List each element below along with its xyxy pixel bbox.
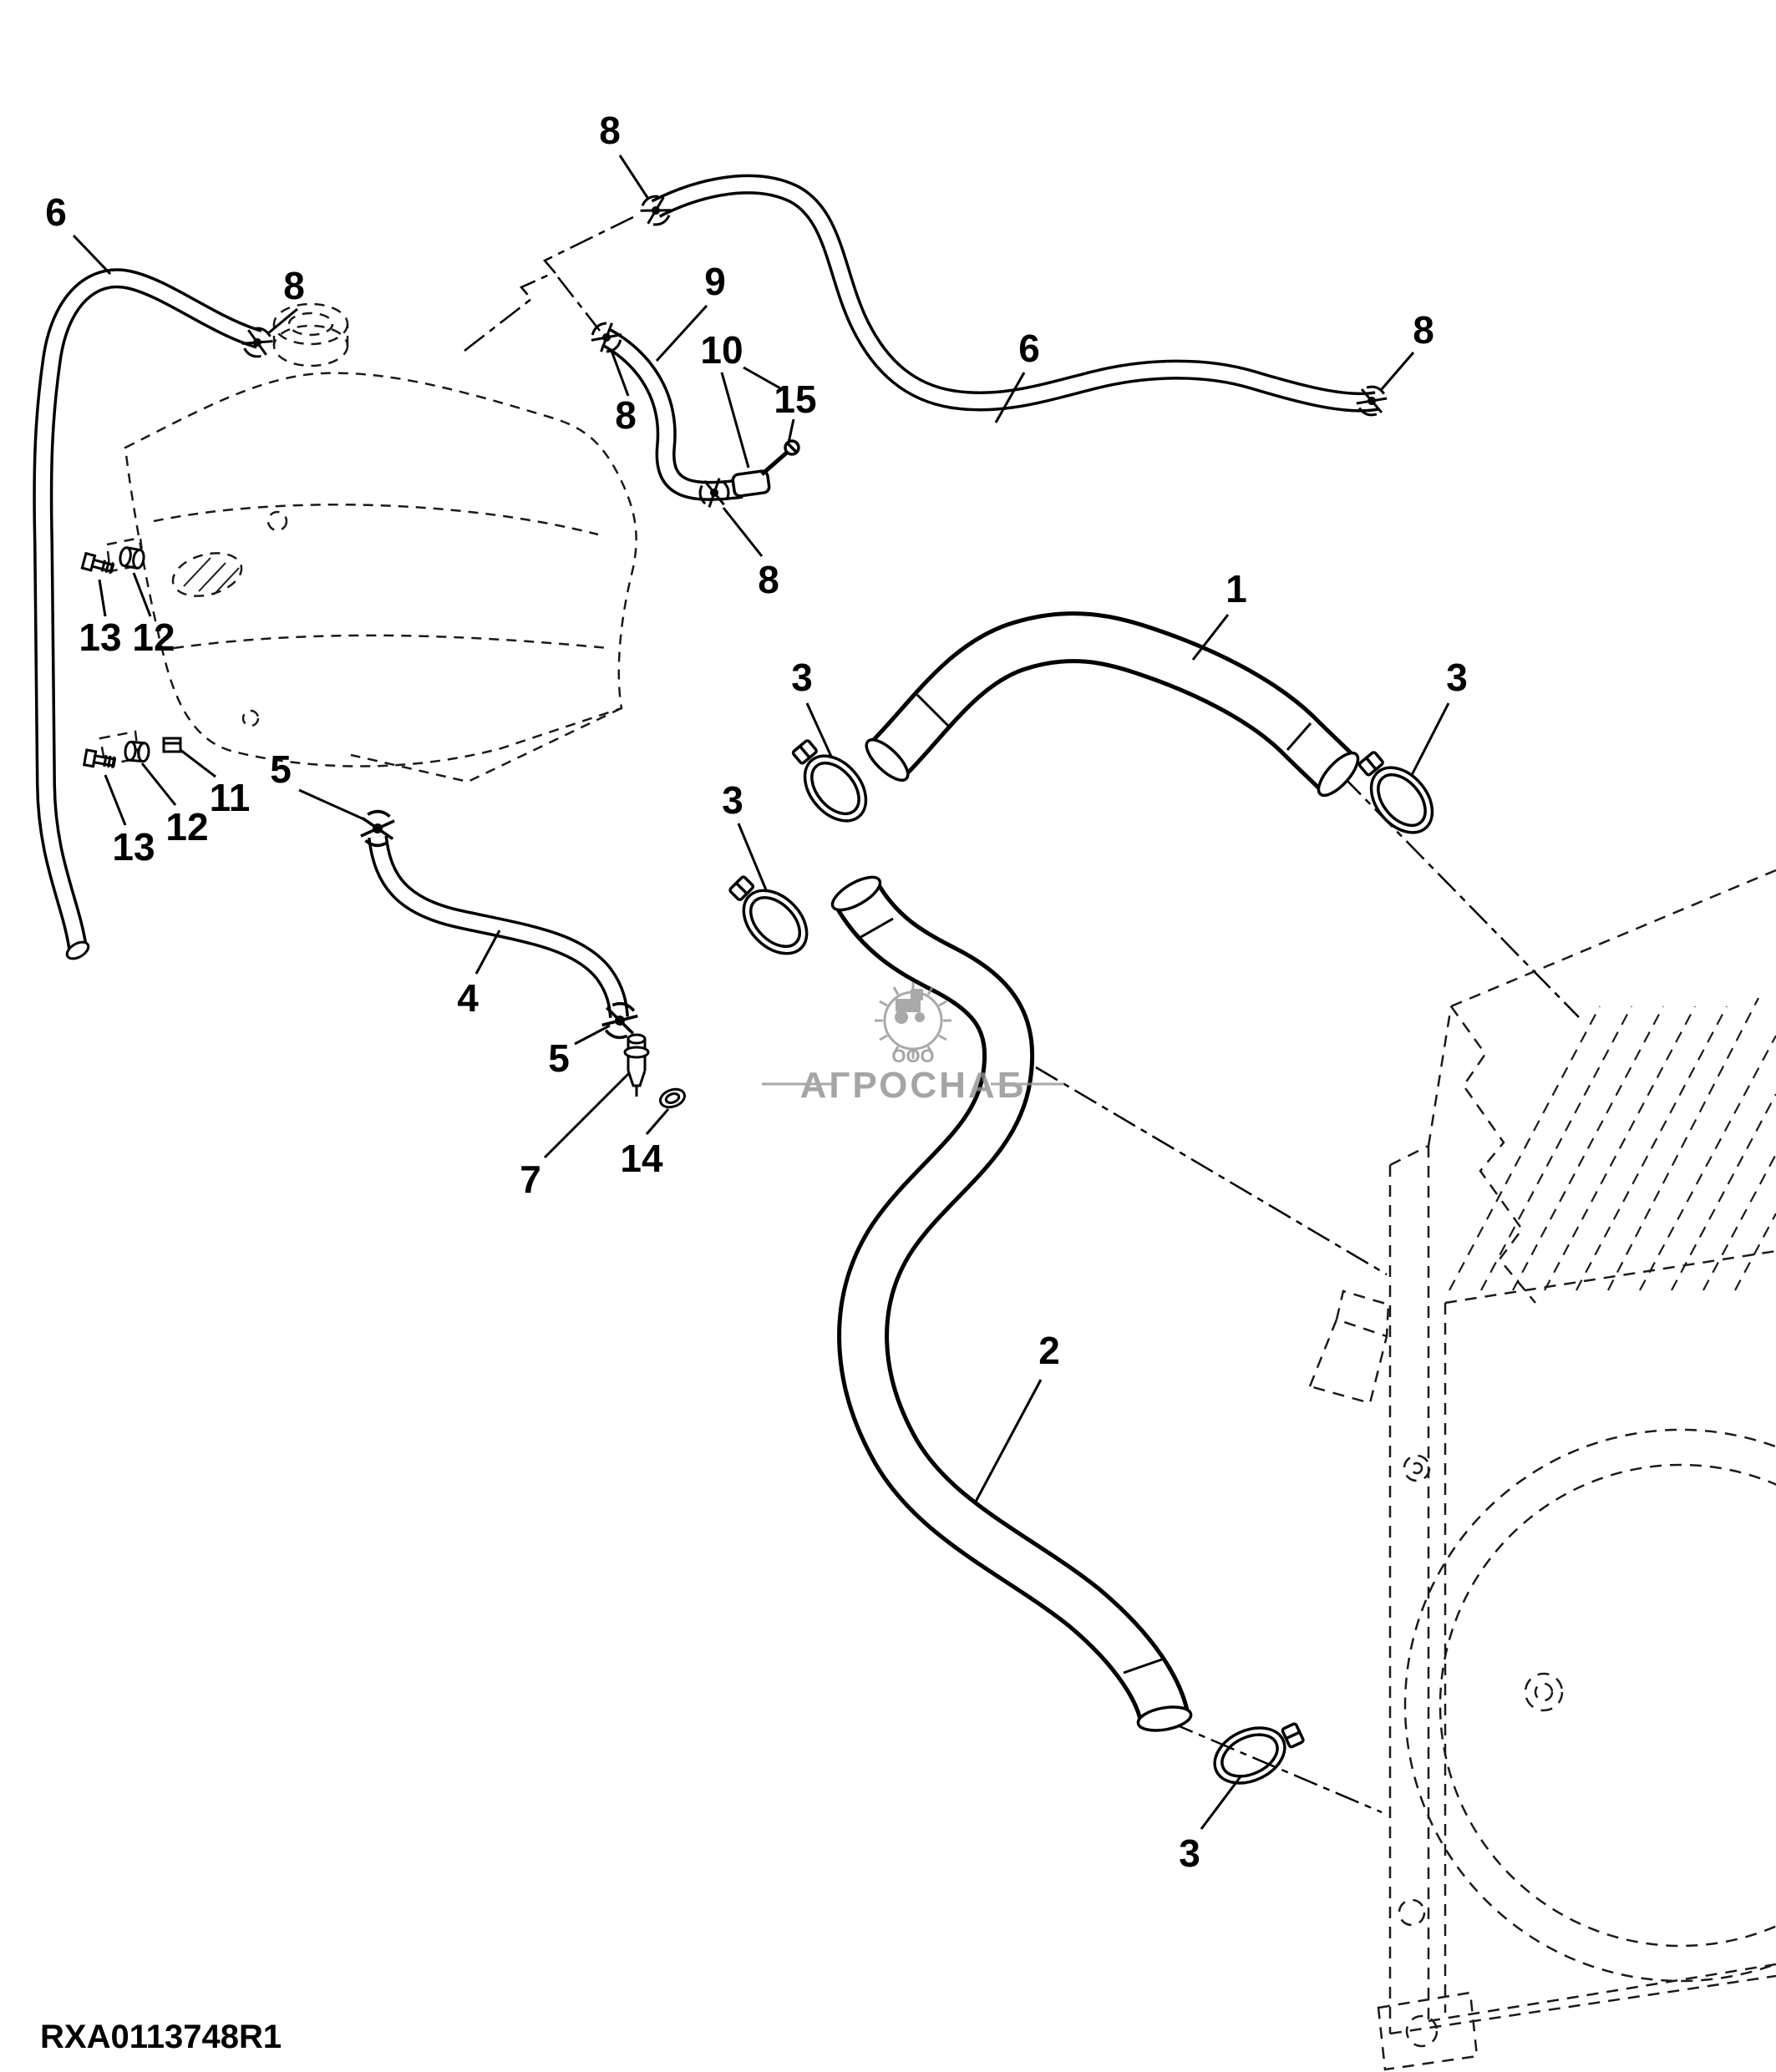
radiator-fins-hatch (1449, 997, 1776, 1291)
washer-ring-14 (658, 1087, 687, 1109)
callout-12-a: 12 (132, 616, 175, 659)
callout-13-a: 13 (79, 616, 121, 659)
watermark-company-name: АГРОСНАБ (800, 1065, 1027, 1106)
drawing-number: RXA0113748R1 (40, 2019, 282, 2055)
callout-8-e: 8 (1413, 308, 1434, 352)
callout-5-b: 5 (548, 1036, 570, 1080)
callout-3-c: 3 (722, 778, 743, 822)
hose-6-left (33, 268, 262, 960)
hose-1 (865, 611, 1360, 798)
callout-6-right: 6 (1018, 327, 1040, 370)
wire-clamps-8 (237, 190, 1391, 510)
leader-lines (72, 155, 1450, 1830)
gear-tractor-logo-icon (875, 982, 951, 1059)
callout-8-d: 8 (758, 558, 779, 601)
callout-4: 4 (457, 976, 479, 1020)
radiator-outline (1308, 869, 1776, 2071)
tee-fitting-10 (731, 439, 800, 498)
callout-3-b: 3 (1446, 656, 1468, 699)
callout-7: 7 (520, 1158, 541, 1201)
callout-11: 11 (210, 776, 251, 819)
hose-6-upper (651, 174, 1379, 413)
callout-8-a: 8 (599, 109, 621, 152)
callout-8-b: 8 (283, 264, 305, 307)
callout-2: 2 (1038, 1329, 1060, 1372)
drain-valve-7 (623, 1033, 650, 1097)
callout-5-a: 5 (270, 747, 292, 791)
coolant-tank-outline (99, 302, 637, 783)
callout-1: 1 (1225, 567, 1247, 610)
watermark-company-type: ООО (891, 1046, 934, 1066)
hose-2 (830, 875, 1193, 1732)
tank-hatch (183, 557, 240, 595)
callout-3-a: 3 (791, 656, 813, 699)
callout-6-left: 6 (45, 190, 67, 234)
callout-13-b: 13 (112, 825, 155, 869)
callout-8-c: 8 (615, 393, 637, 437)
hose-9 (601, 328, 743, 501)
callout-3-d: 3 (1179, 1831, 1200, 1875)
callout-10: 10 (700, 328, 743, 372)
hose-4 (368, 835, 629, 1019)
callout-12-b: 12 (165, 805, 208, 849)
callout-15: 15 (774, 377, 816, 421)
callout-labels: 8 6 8 9 10 15 6 8 8 8 1 3 3 3 5 13 12 11… (45, 109, 1468, 1875)
callout-14: 14 (620, 1137, 663, 1180)
callout-9: 9 (704, 260, 726, 303)
watermark: ООО АГРОСНАБ (762, 982, 1064, 1106)
